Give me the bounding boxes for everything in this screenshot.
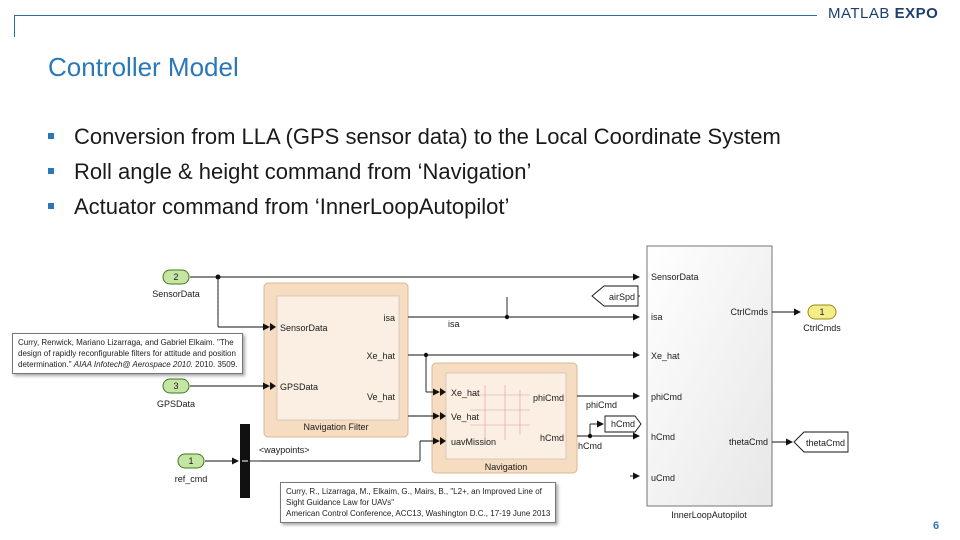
from-tag-airspd[interactable]: airSpd — [591, 285, 639, 307]
port-number: 2 — [173, 272, 178, 282]
header-rule — [14, 15, 817, 16]
branch-point — [215, 274, 221, 280]
inport-gps-data[interactable]: 3 GPSData — [157, 378, 195, 409]
bullet-list: Conversion from LLA (GPS sensor data) to… — [48, 120, 781, 225]
port-label: phiCmd — [533, 393, 564, 403]
citation-box-filters: Curry, Renwick, Mariano Lizarraga, and G… — [12, 333, 244, 374]
inport-sensor-data[interactable]: 2 SensorData — [152, 269, 200, 299]
bus-signal-label: <waypoints> — [259, 445, 310, 455]
port-number: 1 — [819, 307, 824, 317]
port-number: 1 — [188, 456, 193, 466]
bullet-square-icon — [48, 168, 54, 175]
port-name: GPSData — [157, 399, 195, 409]
branch-point — [587, 433, 593, 439]
navigation-filter-label: Navigation Filter — [303, 422, 368, 432]
page-number: 6 — [933, 520, 940, 532]
inner-loop-autopilot-block[interactable]: InnerLoopAutopilot SensorData isa Xe_hat… — [646, 245, 773, 520]
bullet-item: Conversion from LLA (GPS sensor data) to… — [48, 120, 781, 155]
autopilot-label: InnerLoopAutopilot — [671, 510, 747, 520]
port-label: hCmd — [651, 432, 675, 442]
signal-label-isa: isa — [448, 319, 460, 329]
port-label: hCmd — [540, 433, 564, 443]
bullet-item: Roll angle & height command from ‘Naviga… — [48, 155, 781, 190]
port-name: ref_cmd — [175, 474, 208, 484]
port-label: Ve_hat — [451, 412, 480, 422]
port-label: Xe_hat — [366, 351, 395, 361]
port-name: SensorData — [152, 289, 200, 299]
port-label: SensorData — [651, 272, 699, 282]
bullet-square-icon — [48, 133, 54, 140]
port-label: CtrlCmds — [731, 307, 769, 317]
navigation-filter-block[interactable]: Navigation Filter SensorData GPSData isa… — [263, 282, 409, 438]
signal-label-phicmd: phiCmd — [586, 400, 617, 410]
port-label: SensorData — [280, 323, 328, 333]
bullet-item: Actuator command from ‘InnerLoopAutopilo… — [48, 190, 781, 225]
signal-label-hcmd: hCmd — [578, 441, 602, 451]
navigation-label: Navigation — [485, 462, 528, 472]
port-number: 3 — [173, 381, 178, 391]
port-label: Xe_hat — [451, 388, 480, 398]
goto-tag-thetacmd[interactable]: thetaCmd — [793, 431, 849, 453]
port-label: Xe_hat — [651, 351, 680, 361]
port-name: CtrlCmds — [803, 323, 841, 333]
header-left-tick — [14, 15, 15, 37]
branch-point — [504, 314, 510, 320]
tag-label: airSpd — [609, 292, 635, 302]
port-label: phiCmd — [651, 392, 682, 402]
inport-ref-cmd[interactable]: 1 ref_cmd — [175, 453, 208, 484]
goto-tag-hcmd[interactable]: hCmd — [604, 415, 642, 433]
branch-point — [423, 352, 429, 358]
tag-label: hCmd — [611, 419, 635, 429]
port-label: uavMission — [451, 437, 496, 447]
port-label: isa — [383, 313, 395, 323]
port-label: Ve_hat — [367, 392, 396, 402]
port-label: uCmd — [651, 473, 675, 483]
slide-title: Controller Model — [48, 52, 239, 82]
bullet-square-icon — [48, 203, 54, 210]
port-label: isa — [651, 312, 663, 322]
matlab-expo-logo: MATLAB EXPO — [828, 5, 939, 22]
tag-label: thetaCmd — [806, 438, 845, 448]
outport-ctrl-cmds[interactable]: 1 CtrlCmds — [803, 304, 841, 333]
bus-selector-block[interactable]: <waypoints> — [240, 424, 310, 498]
citation-box-guidance: Curry, R., Lizarraga, M., Elkaim, G., Ma… — [280, 482, 557, 523]
port-label: GPSData — [280, 382, 318, 392]
port-label: thetaCmd — [729, 437, 768, 447]
navigation-block[interactable]: Navigation Xe_hat Ve_hat uavMission phiC… — [431, 362, 578, 474]
